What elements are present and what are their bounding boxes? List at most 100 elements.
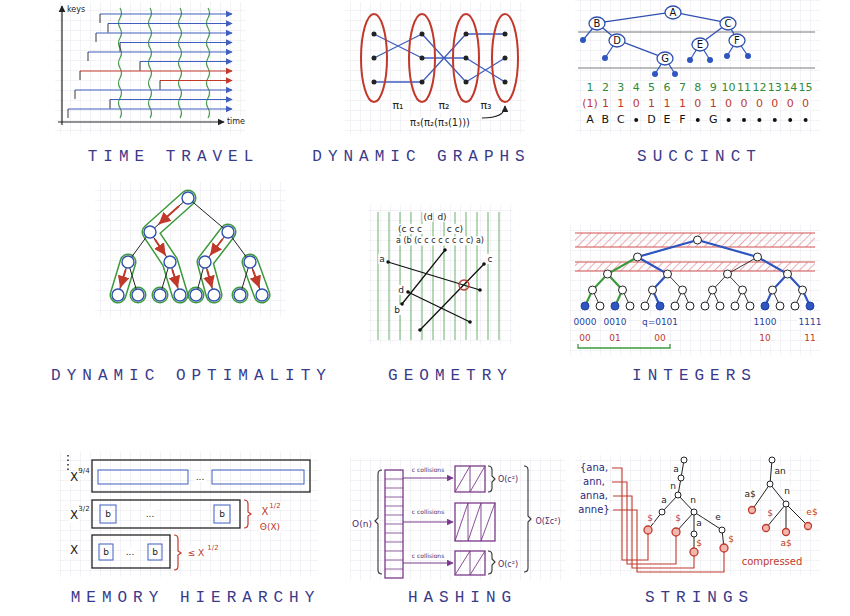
section-caption: SUCCINCT [631, 148, 763, 166]
node-letter: C [719, 16, 737, 31]
tree-node: G [656, 51, 674, 66]
sketch-label: c c) [446, 224, 464, 234]
sketch-label: 9 [709, 82, 718, 95]
sketch-label: 01 [608, 333, 621, 343]
sketch-label: an [773, 466, 786, 476]
sketch-label: e$ [805, 507, 818, 517]
sketch-label: Θ(X) [259, 522, 281, 532]
sketch-label: 3 [616, 82, 625, 95]
sketch-label: a [695, 518, 703, 528]
sketch-label: compressed [741, 556, 804, 568]
section-caption: MEMORY HIERARCHY [65, 589, 322, 607]
sketch-label: time [226, 117, 246, 126]
sketch-label: b [218, 509, 226, 519]
sketch-label: 1 [647, 98, 656, 111]
sketch-label: e [714, 512, 722, 522]
sketch-label: anna, [579, 490, 609, 502]
segment-sweep-sketch [378, 212, 499, 340]
sketch-label: 0010 [603, 317, 628, 327]
sketch-label: 12 [751, 82, 767, 95]
sketch-label: a$ [743, 489, 756, 499]
section-caption: DYNAMIC GRAPHS [306, 148, 531, 166]
sketch-label: $ [646, 513, 654, 523]
sketch-label: C [616, 114, 626, 127]
sketch-label: O(Σc²) [534, 517, 561, 526]
tree-edge [624, 43, 657, 56]
sketch-label: 0 [724, 98, 733, 111]
sketch-label: ann, [582, 476, 606, 488]
sketch-label: d [397, 285, 405, 295]
sketch-label: b [393, 305, 401, 315]
time-travel-sketch [58, 6, 232, 125]
sketch-label: n [669, 481, 677, 491]
sketch-label: 0 [740, 98, 749, 111]
sketch-label: a [672, 464, 680, 474]
sketch-label: (1) [581, 98, 599, 111]
sketch-label: a [378, 254, 386, 264]
sketch-label: b [102, 547, 110, 557]
sketch-label: O(c²) [497, 560, 519, 569]
node-letter: A [664, 5, 682, 20]
tree-node: C [719, 16, 737, 31]
sketch-label: D [646, 114, 656, 127]
section-caption: INTEGERS [626, 367, 758, 385]
sketch-label: 1 [586, 82, 595, 95]
sketch-label: 11 [803, 333, 816, 343]
sketch-label: O(n) [351, 519, 373, 529]
sketch-label: X [69, 544, 79, 558]
sketch-label: ... [145, 509, 156, 519]
sketch-label: c collisions [411, 509, 446, 516]
section-caption: HASHING [402, 589, 518, 607]
sketch-label: O(c²) [497, 475, 519, 484]
node-letter: F [728, 33, 746, 48]
tree-node: F [728, 33, 746, 48]
succinct-tree-sketch [578, 23, 815, 122]
sketch-label: 8 [693, 82, 702, 95]
sketch-label: c collisions [411, 467, 446, 474]
sketch-label: keys [66, 5, 86, 14]
sketch-label: q=0101 [641, 317, 679, 327]
memory-levels-sketch [68, 455, 310, 570]
tree-edge [706, 27, 722, 39]
sketch-label: 10 [721, 82, 737, 95]
tree-node: E [691, 37, 709, 52]
sketch-label: n [783, 486, 791, 496]
sketch-label: $ [766, 508, 774, 518]
sketch-label: G [708, 114, 719, 127]
sketch-label: a (b (c c c c c c c c) a) [395, 236, 485, 245]
sketch-label: 1 [616, 98, 625, 111]
sketch-label: anne} [577, 504, 610, 516]
hashing-sketch [375, 466, 531, 578]
permutation-sketch [361, 14, 518, 118]
sketch-label: ... [195, 472, 206, 482]
sketch-label: 1 [678, 98, 687, 111]
node-letter: B [588, 16, 606, 31]
sketch-label: π₁ [391, 100, 404, 113]
sketch-label: F [678, 114, 686, 127]
sketch-label: 6 [663, 82, 672, 95]
sketch-label: 15 [798, 82, 814, 95]
grid-paper [55, 0, 820, 580]
sketch-label: 4 [632, 82, 641, 95]
sketch-label: 0 [801, 98, 810, 111]
sketch-label: 1/2 [206, 544, 219, 552]
sketch-label: ≤ X [187, 548, 206, 558]
sketch-label: (d [422, 212, 433, 222]
section-caption: STRINGS [639, 589, 755, 607]
sketch-label: 0 [693, 98, 702, 111]
sketch-label: 00 [653, 333, 666, 343]
sketch-label: 7 [678, 82, 687, 95]
sketch-label: {ana, [579, 462, 609, 474]
sketch-label: ... [125, 547, 136, 557]
tree-edge [605, 13, 665, 22]
tree-edge [731, 29, 734, 34]
sketch-label: b [104, 509, 112, 519]
sketch-label: π₃ [479, 100, 492, 113]
sketch-label: 00 [578, 333, 591, 343]
sketch-label: 14 [782, 82, 798, 95]
sketch-label: c collisions [411, 553, 446, 560]
section-caption: GEOMETRY [382, 367, 514, 385]
sketch-label: 1/2 [268, 502, 281, 510]
node-letter: G [656, 51, 674, 66]
sketch-label: 11 [736, 82, 752, 95]
